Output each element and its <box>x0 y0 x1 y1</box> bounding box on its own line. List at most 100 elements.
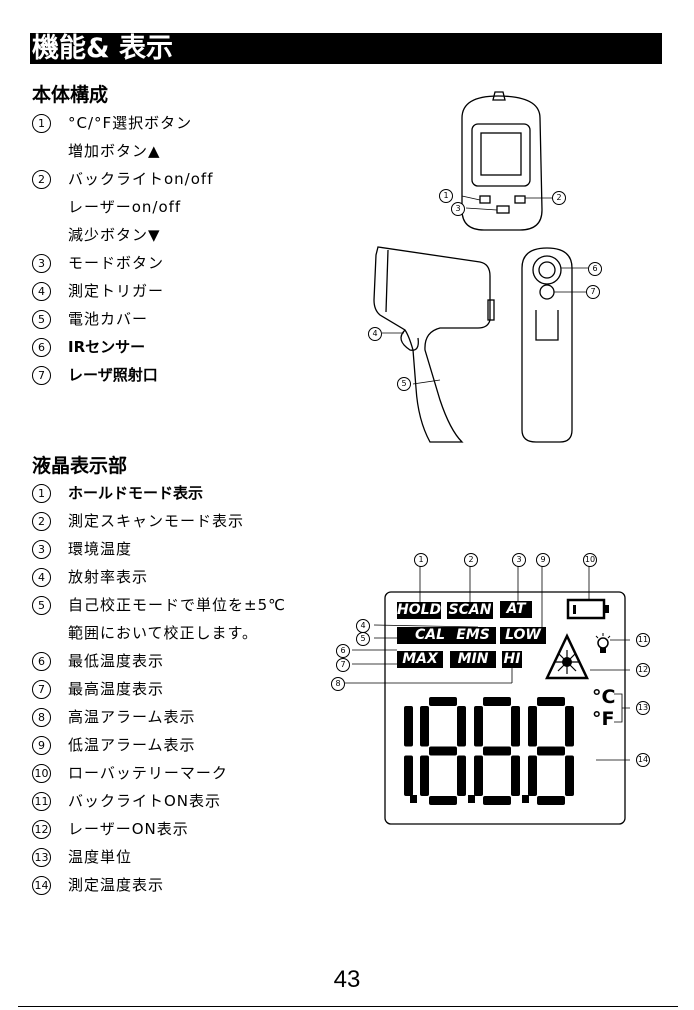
lcd-indicator-ems: EMS <box>450 627 496 644</box>
lcd-digit-segment <box>537 796 565 805</box>
lcd-digit-segment <box>511 706 520 747</box>
item-text: 測定スキャンモード表示 <box>68 512 245 530</box>
item-text: バックライトON表示 <box>68 792 222 810</box>
item-text: IRセンサー <box>68 338 146 356</box>
item-text: °C/°F選択ボタン <box>68 114 193 132</box>
item-number: 4 <box>32 568 51 587</box>
lcd-digit-segment <box>537 746 565 756</box>
item-text: ローバッテリーマーク <box>68 764 228 782</box>
lcd-digit-segment <box>483 746 511 756</box>
item-text: 最低温度表示 <box>68 652 165 670</box>
item-text: 測定トリガー <box>68 282 165 300</box>
lcd-digit-segment <box>528 706 537 747</box>
lcd-digit-segment <box>404 755 413 796</box>
lcd-indicator-cal: CAL <box>397 627 463 644</box>
lcd-callout-left: 8 <box>331 677 345 691</box>
section-heading-lcd: 液晶表示部 <box>32 455 128 477</box>
lcd-indicator-min: MIN <box>450 651 496 668</box>
lcd-digit-segment <box>420 755 429 796</box>
item-text: モードボタン <box>68 254 165 272</box>
item-number: 10 <box>32 764 51 783</box>
title-bar: 機能& 表示 <box>30 33 662 64</box>
item-number: 13 <box>32 848 51 867</box>
lcd-digit-segment <box>404 706 413 747</box>
item-text: 増加ボタン▲ <box>68 142 161 160</box>
item-text: 自己校正モードで単位を±5℃ <box>68 596 286 614</box>
device-callout-number: 4 <box>368 327 382 341</box>
lcd-callout-top: 1 <box>414 553 428 567</box>
item-number: 5 <box>32 310 51 329</box>
lcd-digit-segment <box>483 796 511 805</box>
lcd-digit-segment <box>565 755 574 796</box>
lcd-callout-right: 14 <box>636 753 650 767</box>
device-callout-number: 1 <box>439 189 453 203</box>
lcd-callout-right: 12 <box>636 663 650 677</box>
lcd-digit-segment <box>429 796 457 805</box>
item-text: バックライトon/off <box>68 170 214 188</box>
device-callout-number: 3 <box>451 202 465 216</box>
item-number: 14 <box>32 876 51 895</box>
item-text: 減少ボタン▼ <box>68 226 161 244</box>
item-text: ホールドモード表示 <box>68 484 204 502</box>
page-title: 機能& 表示 <box>32 33 173 64</box>
lcd-digit-segment <box>537 697 565 706</box>
item-text: レーザーon/off <box>68 198 182 216</box>
item-number: 1 <box>32 484 51 503</box>
item-number: 1 <box>32 114 51 133</box>
section-heading-body: 本体構成 <box>32 84 109 106</box>
item-number: 7 <box>32 680 51 699</box>
lcd-decimal-point <box>522 795 529 803</box>
item-number: 9 <box>32 736 51 755</box>
lcd-callout-left: 7 <box>336 658 350 672</box>
item-text: 最高温度表示 <box>68 680 165 698</box>
lcd-indicator-scan: SCAN <box>447 602 493 619</box>
item-number: 8 <box>32 708 51 727</box>
item-number: 6 <box>32 338 51 357</box>
item-number: 4 <box>32 282 51 301</box>
lcd-indicator-max: MAX <box>397 651 443 668</box>
lcd-digit-segment <box>474 706 483 747</box>
lcd-digit-segment <box>420 706 429 747</box>
item-number: 2 <box>32 512 51 531</box>
lcd-digit-segment <box>457 755 466 796</box>
lcd-unit-celsius: °C <box>592 686 616 708</box>
lcd-unit-fahrenheit: °F <box>592 708 615 730</box>
item-number: 11 <box>32 792 51 811</box>
lcd-digit-segment <box>429 746 457 756</box>
lcd-indicator-low: LOW <box>500 627 546 644</box>
item-number: 5 <box>32 596 51 615</box>
item-number: 3 <box>32 540 51 559</box>
item-text: 環境温度 <box>68 540 133 558</box>
item-number: 3 <box>32 254 51 273</box>
item-text: レーザーON表示 <box>68 820 189 838</box>
item-text: 範囲において校正します。 <box>68 624 259 642</box>
item-number: 6 <box>32 652 51 671</box>
lcd-callout-left: 6 <box>336 644 350 658</box>
lcd-digit-segment <box>511 755 520 796</box>
lcd-callout-right: 13 <box>636 701 650 715</box>
device-callout-number: 6 <box>588 262 602 276</box>
lcd-callout-top: 3 <box>512 553 526 567</box>
device-callout-number: 2 <box>552 191 566 205</box>
item-number: 2 <box>32 170 51 189</box>
page-number: 43 <box>333 966 361 993</box>
lcd-digit-segment <box>528 755 537 796</box>
lcd-decimal-point <box>410 795 417 803</box>
lcd-indicator-at: AT <box>500 601 532 618</box>
device-callout-number: 5 <box>397 377 411 391</box>
item-number: 12 <box>32 820 51 839</box>
item-text: 高温アラーム表示 <box>68 708 196 726</box>
item-text: 電池カバー <box>68 310 149 328</box>
item-number: 7 <box>32 366 51 385</box>
item-text: 低温アラーム表示 <box>68 736 196 754</box>
lcd-decimal-point <box>468 795 475 803</box>
lcd-digit-segment <box>457 706 466 747</box>
item-text: 放射率表示 <box>68 568 149 586</box>
lcd-digit-segment <box>474 755 483 796</box>
lcd-callout-top: 9 <box>536 553 550 567</box>
lcd-callout-top: 10 <box>583 553 597 567</box>
device-callout-number: 7 <box>586 285 600 299</box>
lcd-callout-left: 4 <box>356 619 370 633</box>
lcd-indicator-hold: HOLD <box>397 602 442 619</box>
item-text: 測定温度表示 <box>68 876 165 894</box>
